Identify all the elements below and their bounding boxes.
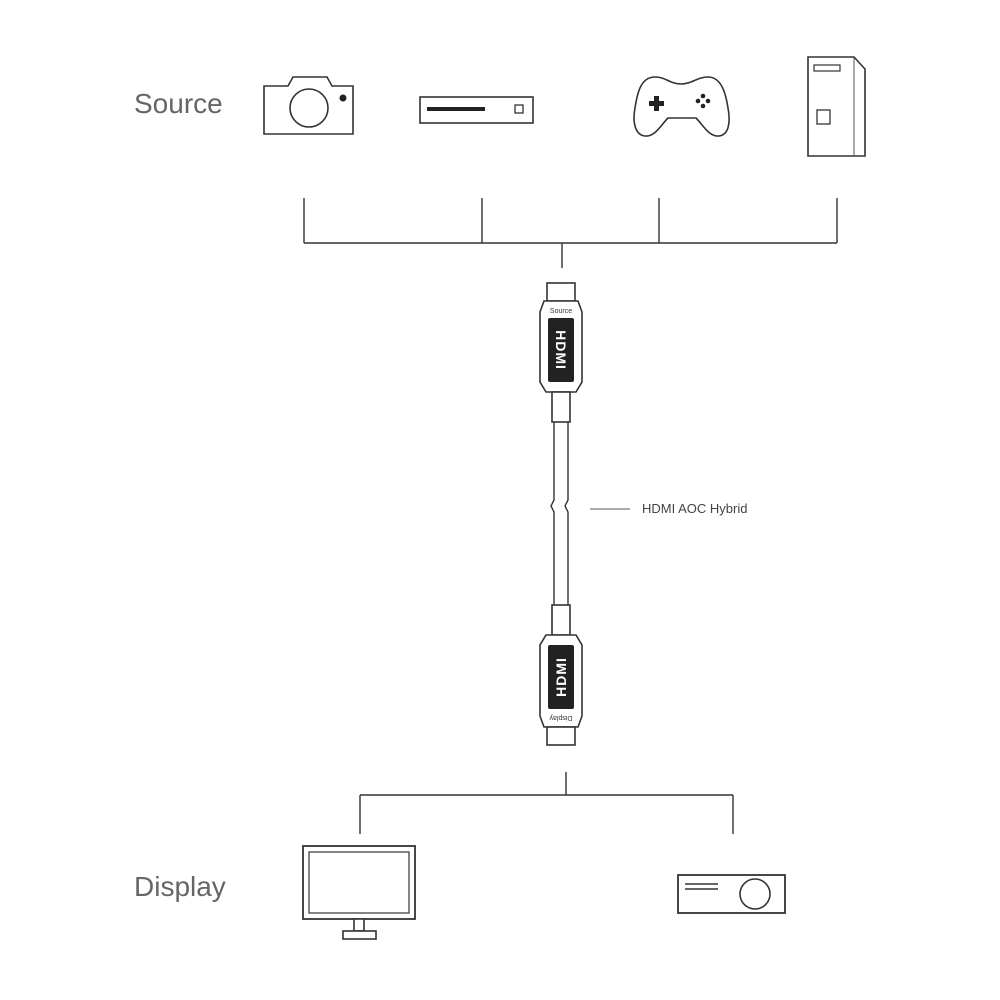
connector-end-label-display: Display [549,714,572,721]
gamepad-icon [633,76,730,137]
cable: HDMI AOC Hybrid [550,422,747,605]
monitor-icon [302,845,416,940]
pc-tower-icon [807,56,866,157]
display-bracket [359,772,734,834]
connector-end-label-source: Source [550,308,572,315]
source-label: Source [134,88,223,119]
hdmi-logo-top: HDMI [553,330,569,370]
camera-icon [263,76,354,135]
display-label: Display [134,871,226,902]
projector-icon [677,874,786,914]
hdmi-connector-display: HDMI Display [539,604,583,746]
cable-label: HDMI AOC Hybrid [642,501,747,516]
hdmi-logo-bottom: HDMI [553,657,569,697]
source-bracket [303,198,838,268]
hdmi-connector-source: Source HDMI [539,282,583,423]
set-top-box-icon [419,96,534,124]
